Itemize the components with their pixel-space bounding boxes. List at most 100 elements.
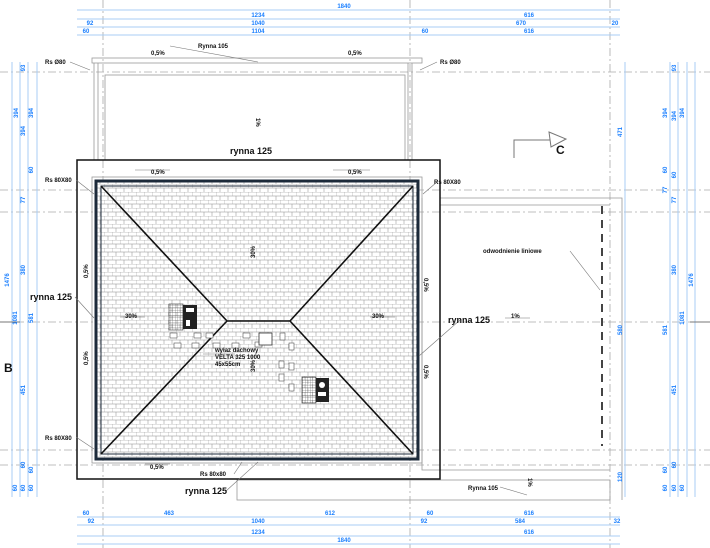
dimension-label: 92 (421, 519, 428, 525)
dimension-label: 60 (29, 166, 35, 173)
dimension-label: 394 (680, 107, 686, 118)
dimension-label: 60 (83, 511, 90, 517)
dimension-label: 20 (612, 21, 619, 27)
dimension-label: 1081 (13, 311, 19, 325)
dimension-label: 1476 (5, 273, 11, 287)
dimension-label: 394 (29, 107, 35, 118)
pitch-east-label: 30% (372, 314, 385, 320)
dimension-label: 93 (21, 64, 27, 71)
rynna-main-top-label: rynna 125 (230, 146, 272, 156)
section-c-label: C (556, 143, 565, 157)
rynna-left-label: rynna 125 (30, 292, 72, 302)
dimension-label: 60 (663, 166, 669, 173)
dimension-label: 60 (680, 484, 686, 491)
rs-bottom-label: Rs 80x80 (200, 472, 227, 478)
dimension-label: 471 (618, 126, 624, 137)
slope-right-lower-label: 0,5% (422, 365, 428, 379)
roof-hatch (258, 332, 273, 346)
dimension-label: 60 (422, 29, 429, 35)
dimension-label: 616 (524, 530, 535, 536)
dimension-label: 463 (164, 511, 175, 517)
dimension-label: 77 (21, 196, 27, 203)
building-outline (76, 159, 441, 480)
dimension-label: 670 (516, 21, 527, 27)
dimension-label: 60 (427, 511, 434, 517)
upper-terrace (91, 57, 423, 161)
dimension-label: 60 (672, 461, 678, 468)
slope-top-left-label: 0,5% (151, 51, 165, 57)
slope-roof-bottom-label: 0,5% (150, 465, 164, 471)
rs-left-top-label: Rs 80X80 (45, 178, 72, 184)
dimension-label: 77 (672, 196, 678, 203)
dimension-label: 60 (29, 466, 35, 473)
rs-right-top-label: Rs 80X80 (434, 180, 461, 186)
dimension-label: 1081 (680, 311, 686, 325)
dimension-label: 1840 (337, 4, 351, 10)
right-terrace (421, 197, 623, 500)
hatch-line3-label: 45x55cm (215, 362, 240, 368)
dimension-label: 60 (83, 29, 90, 35)
dimension-label: 394 (672, 110, 678, 121)
dimension-label: 394 (663, 107, 669, 118)
rynna-bottom-right-label: Rynna 105 (468, 486, 499, 492)
slope-roof-top-right-label: 0,5% (348, 170, 362, 176)
section-c-arrow (548, 131, 568, 148)
chimney-2 (301, 376, 329, 404)
dimension-label: 394 (21, 125, 27, 136)
dimension-label: 60 (663, 484, 669, 491)
bottom-terrace (236, 479, 611, 501)
rs-top-right-label: Rs Ø80 (440, 60, 461, 66)
dimension-label: 1234 (251, 530, 265, 536)
dimension-label: 616 (524, 511, 535, 517)
dimension-label: 394 (14, 107, 20, 118)
dimension-label: 451 (21, 384, 27, 395)
dimension-label: 1040 (251, 21, 265, 27)
chimney-1 (168, 303, 197, 331)
rynna-top-label: Rynna 105 (198, 44, 229, 50)
dimension-label: 612 (325, 511, 336, 517)
dimension-label: 60 (663, 466, 669, 473)
dimension-label: 616 (524, 29, 535, 35)
slope-bottom-right-label: 1% (526, 478, 532, 487)
dimension-label: 581 (29, 312, 35, 323)
pitch-south-label: 30% (251, 359, 257, 372)
slope-top-right-label: 0,5% (348, 51, 362, 57)
dimension-label: 60 (21, 484, 27, 491)
dimension-label: 120 (618, 471, 624, 482)
dimension-label: 92 (87, 21, 94, 27)
dimension-label: 60 (672, 171, 678, 178)
pitch-west-label: 30% (125, 314, 138, 320)
dimension-label: 1476 (689, 273, 695, 287)
rs-top-left-label: Rs Ø80 (45, 60, 66, 66)
dimension-label: 584 (515, 519, 526, 525)
section-b-label: B (4, 361, 13, 375)
slope-upper-terrace-label: 1% (254, 118, 260, 127)
dimension-label: 581 (663, 324, 669, 335)
roof-vents (169, 332, 295, 392)
dimension-label: 77 (663, 186, 669, 193)
rynna-right-label: rynna 125 (448, 315, 490, 325)
rynna-bottom-label: rynna 125 (185, 486, 227, 496)
slope-roof-top-left-label: 0,5% (151, 170, 165, 176)
dimension-label: 1040 (251, 519, 265, 525)
dimension-label: 1234 (251, 13, 265, 19)
slope-left-lower-label: 0,5% (84, 351, 90, 365)
dimension-label: 1104 (251, 29, 265, 35)
hip-roof (94, 179, 420, 461)
dimension-label: 380 (672, 264, 678, 275)
dimension-label: 616 (524, 13, 535, 19)
dimension-label: 93 (672, 64, 678, 71)
slope-left-upper-label: 0,5% (84, 264, 90, 278)
dimension-label: 60 (13, 484, 19, 491)
slope-terrace-right-label: 1% (511, 314, 520, 320)
dimension-label: 32 (614, 519, 621, 525)
dimension-label: 60 (29, 484, 35, 491)
slope-right-upper-label: 0,5% (422, 278, 428, 292)
hip-ridge-lines (100, 185, 414, 455)
leader-lines (69, 45, 601, 496)
dimension-label: 92 (88, 519, 95, 525)
pitch-north-label: 30% (251, 245, 257, 258)
dimension-lines (11, 9, 696, 545)
hatch-line1-label: wyłaz dachowy (214, 348, 259, 354)
